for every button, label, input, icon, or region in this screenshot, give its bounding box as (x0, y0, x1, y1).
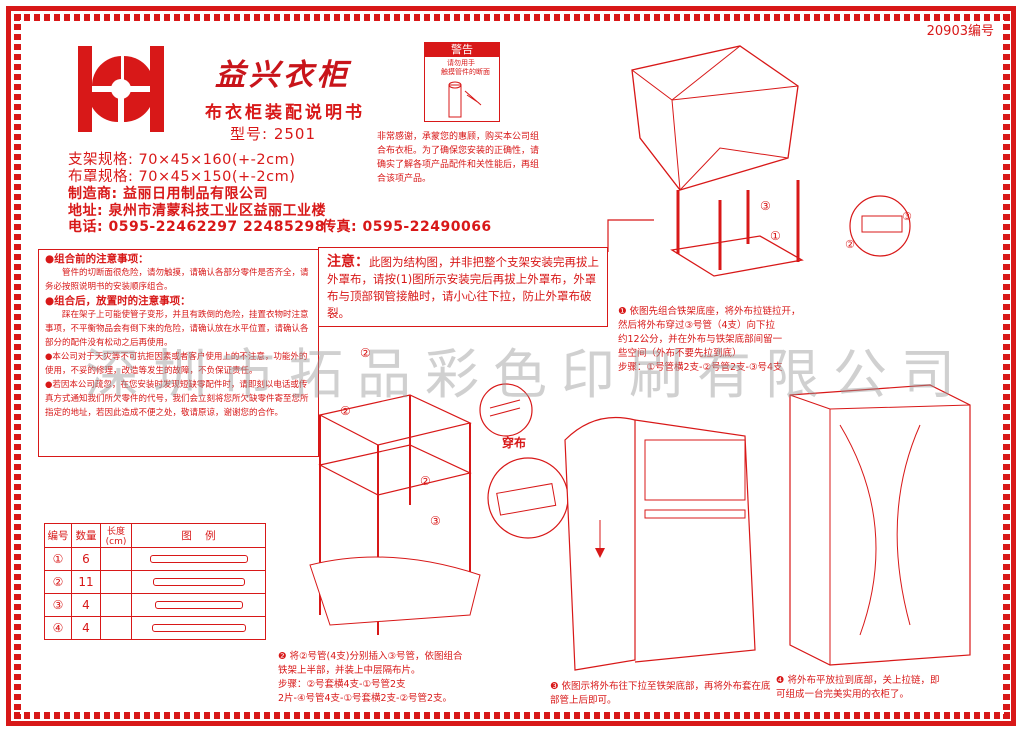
step1-text: ❶ 依图先组合铁架底座，将外布拉链拉开， 然后将外布穿过③号管（4支）向下拉 约… (618, 305, 833, 375)
svg-text:③: ③ (760, 199, 771, 213)
warning-title: 警告 (425, 43, 499, 57)
table-row: ③ 4 (44, 593, 266, 617)
note3-text: ●本公司对于天灾等不可抗拒因素或者客户使用上的不注意，功能外的使用，不妥的修理，… (45, 352, 308, 376)
part-no: ② (44, 570, 72, 594)
part-figure (131, 547, 266, 571)
document-title: 布衣柜装配说明书 (205, 103, 365, 123)
note-connector-line (607, 219, 654, 252)
step2-line: ❷ 将②号管(4支)分别插入③号管，依图组合 (278, 651, 463, 662)
step2-text: ❷ 将②号管(4支)分别插入③号管，依图组合 铁架上半部，并装上中层隔布片。 步… (278, 650, 508, 706)
watermark: 深圳市拓品彩色印刷有限公司 (85, 343, 969, 406)
step1-line: 步骤：①号管横2支-②号管2支-③号4支 (618, 362, 783, 373)
step2-illustration: ② ② ② ③ (309, 346, 481, 635)
svg-text:①: ① (770, 229, 781, 243)
doc-code: 20903编号 (926, 24, 994, 39)
svg-text:②: ② (360, 346, 371, 360)
part-no: ③ (44, 593, 72, 617)
address: 地址: 泉州市清蒙科技工业区益丽工业楼 (68, 203, 326, 219)
dashed-border-right (1003, 14, 1010, 719)
note1-text: 管件的切断面很危险，请勿触摸，请确认各部分零件是否齐全，请务必按照说明书的安装顺… (45, 268, 309, 292)
outer-frame (6, 6, 1016, 726)
step1-illustration: ③ ① (631, 45, 804, 277)
dashed-border-bottom (14, 712, 1010, 719)
header-length: 长度(cm) (100, 523, 132, 548)
dashed-border-top (14, 14, 1010, 21)
note2-text: 踩在架子上可能使管子变形，并且有跌倒的危险，挂置衣物时注意事项，不平衡物品会有倒… (45, 310, 309, 348)
manufacturer: 制造商: 益丽日用制品有限公司 (68, 186, 268, 202)
step2-line: 2片-④号管4支-①号套横2支-②号管2支。 (278, 693, 453, 704)
step4-line: 可组成一台完美实用的衣柜了。 (776, 689, 910, 700)
header-figure: 图 例 (131, 523, 266, 548)
warning-pipe-illustration (448, 81, 482, 118)
fax: 传真: 0595-22490066 (322, 219, 492, 235)
svg-text:③: ③ (430, 514, 441, 528)
precautions-box: ●组合前的注意事项： 管件的切断面很危险，请勿触摸，请确认各部分零件是否齐全，请… (38, 249, 319, 457)
cover-spec: 布罩规格: 70×45×150(+-2cm) (68, 169, 296, 185)
note4-text: ●若因本公司疏忽，在您安装时发现短缺零配件时，请即刻以电话或传真方式通知我们所欠… (45, 380, 309, 418)
part-no: ① (44, 547, 72, 571)
note-label: 注意： (327, 254, 369, 270)
step4-text: ❹ 将外布平放拉到底部，关上拉链，即 可组成一台完美实用的衣柜了。 (776, 674, 1006, 702)
part-qty: 11 (71, 570, 101, 594)
part-no: ④ (44, 616, 72, 640)
part-figure (131, 593, 266, 617)
step2-detail-circle-top (479, 383, 533, 437)
table-row: ④ 4 (44, 616, 266, 640)
dashed-border-left (14, 14, 21, 719)
step3-illustration (564, 416, 756, 671)
part-qty: 6 (71, 547, 101, 571)
model-number: 型号: 2501 (230, 125, 316, 143)
part-qty: 4 (71, 593, 101, 617)
step1-line: ❶ 依图先组合铁架底座，将外布拉链拉开， (618, 306, 801, 317)
company-logo (78, 46, 164, 132)
step1-detail-circle: ② ③ (845, 195, 912, 257)
table-row: ① 6 (44, 547, 266, 571)
thanks-text: 非常感谢，承蒙您的惠顾，购买本公司组合布衣柜。为了确保您安装的正确性，请确实了解… (377, 132, 540, 184)
svg-text:②: ② (340, 404, 351, 418)
part-figure (131, 570, 266, 594)
note1-heading: ●组合前的注意事项： (45, 253, 149, 265)
frame-spec: 支架规格: 70×45×160(+-2cm) (68, 152, 296, 168)
parts-table: 编号 数量 长度(cm) 图 例 ① 6 ② 11 ③ 4 ④ 4 (44, 523, 266, 640)
step1-line: 约12公分，并在外布与铁架底部间留一 (618, 334, 783, 345)
svg-text:③: ③ (902, 210, 912, 223)
note-text: 此图为结构图，并非把整个支架安装完再拔上外罩布，请按(1)图所示安装完后再拔上外… (327, 255, 599, 320)
part-qty: 4 (71, 616, 101, 640)
note2-heading: ●组合后，放置时的注意事项： (45, 295, 191, 307)
table-row: ② 11 (44, 570, 266, 594)
step2-detail-circle-bottom (487, 457, 569, 539)
step4-line: ❹ 将外布平放拉到底部，关上拉链，即 (776, 675, 940, 686)
warning-box: 警告 请勿用手 触摸管件的断面 (424, 42, 500, 122)
svg-text:②: ② (420, 474, 431, 488)
header-qty: 数量 (71, 523, 101, 548)
step2-line: 步骤：②号套横4支-①号管2支 (278, 679, 406, 690)
warning-text-2: 触摸管件的断面 (441, 68, 490, 76)
step1-line: 些空间（外布不要先拉到底） (618, 348, 742, 359)
step3-text: ❸ 依图示将外布往下拉至铁架底部，再将外布套在底部管上后即可。 (550, 681, 771, 706)
step4-illustration (789, 384, 971, 666)
step2-line: 铁架上半部，并装上中层隔布片。 (278, 665, 421, 676)
step1-line: 然后将外布穿过③号管（4支）向下拉 (618, 320, 776, 331)
svg-text:②: ② (845, 238, 855, 251)
part-figure (131, 616, 266, 640)
warning-text-1: 请勿用手 (447, 59, 475, 67)
thread-cloth-label: 穿布 (502, 436, 527, 450)
brand-name: 益兴衣柜 (215, 58, 351, 93)
structure-note-box: 注意：此图为结构图，并非把整个支架安装完再拔上外罩布，请按(1)图所示安装完后再… (318, 247, 608, 327)
phone: 电话: 0595-22462297 22485298 (68, 219, 325, 235)
header-no: 编号 (44, 523, 72, 548)
